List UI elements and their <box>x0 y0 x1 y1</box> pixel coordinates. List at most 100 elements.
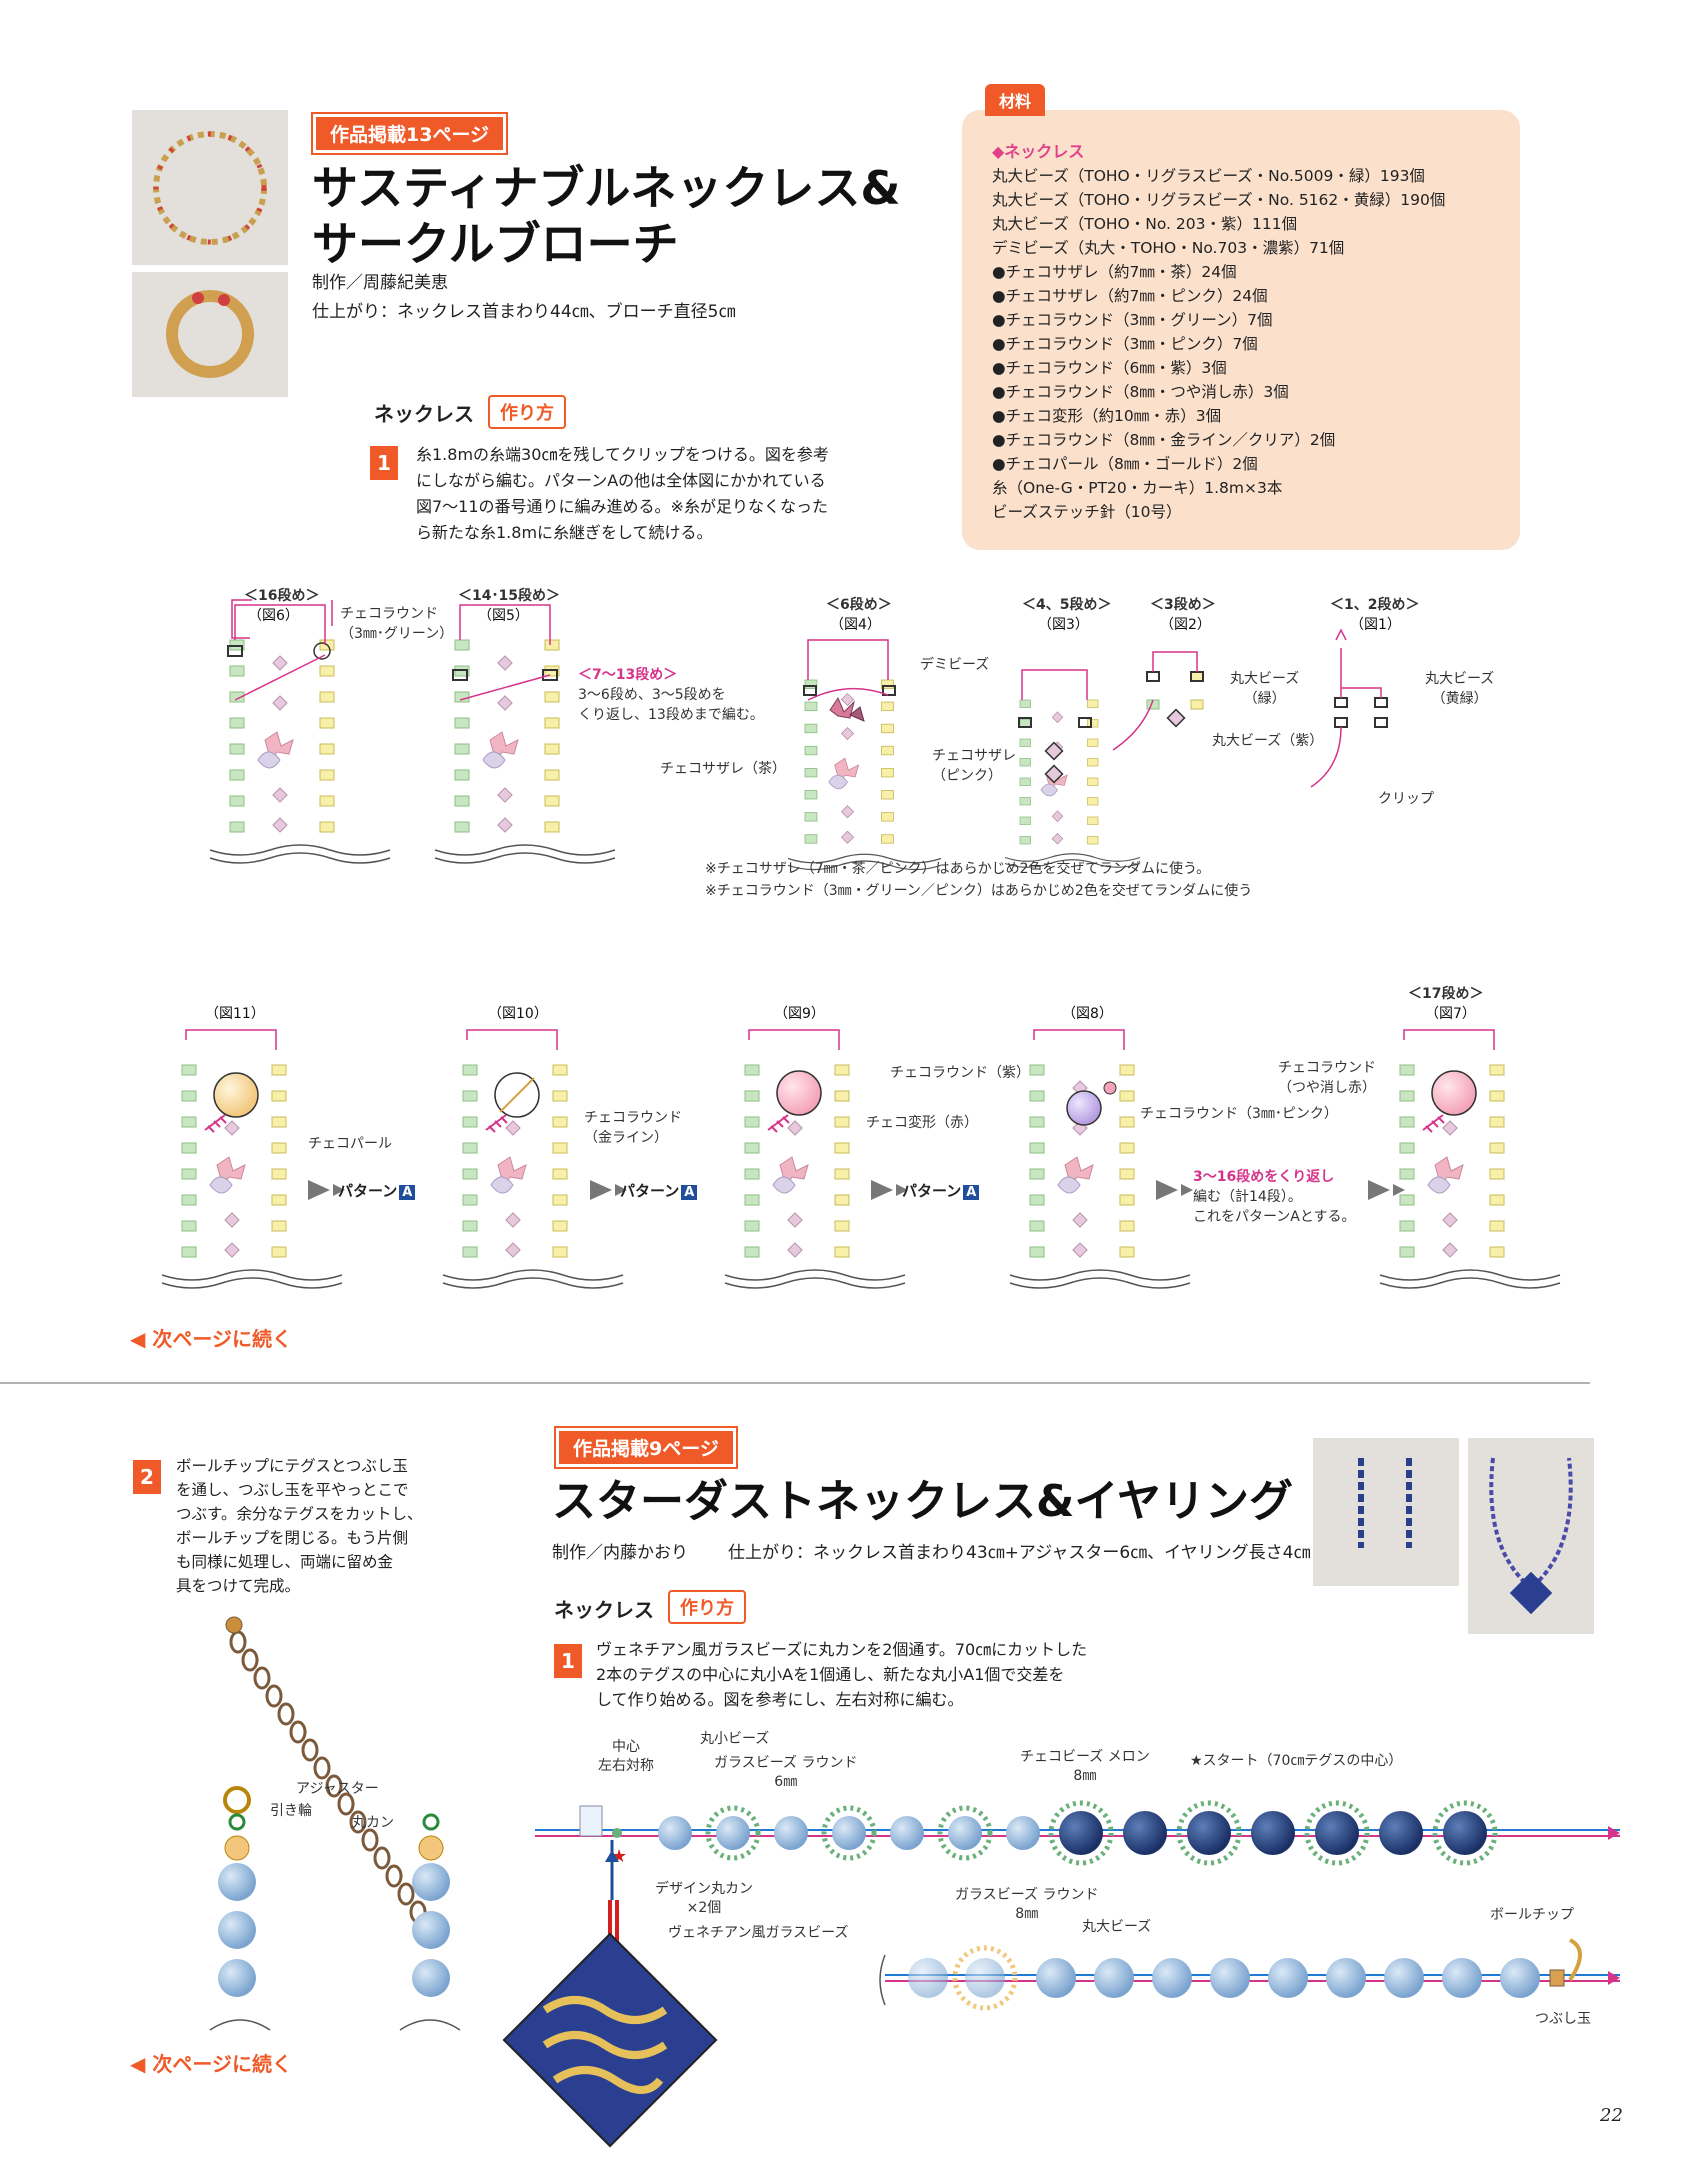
next-page-link-bottom[interactable]: ◀ 次ページに続く <box>130 2048 292 2077</box>
fig3-label: （図3） <box>1038 614 1089 634</box>
pattern-letter: A <box>963 1185 979 1200</box>
repeat-line: 3～16段めをくり返し <box>1193 1167 1355 1187</box>
demi-beads-label: デミビーズ <box>920 654 989 674</box>
materials-item: デミビーズ（丸大・TOHO・No.703・濃紫）71個 <box>992 236 1445 260</box>
maru-yellowgreen-label: 丸大ビーズ （黄緑） <box>1425 668 1494 708</box>
label-line: 8㎜ <box>955 1905 1098 1924</box>
step2-line: を通し、つぶし玉を平やっとこで <box>176 1478 422 1502</box>
materials-item: 丸大ビーズ（TOHO・リグラスビーズ・No. 5162・黄緑）190個 <box>992 188 1445 212</box>
label-line: くり返し、13段めまで編む。 <box>578 705 764 725</box>
pattern-label: パターン <box>902 1182 961 1200</box>
glass-round-6-label: ガラスビーズ ラウンド 6㎜ <box>714 1754 857 1792</box>
bottom-step1-text: ヴェネチアン風ガラスビーズに丸カンを2個通す。70㎝にカットした 2本のテグスの… <box>596 1637 1087 1712</box>
label-line: 3～6段め、3～5段めを <box>578 685 764 705</box>
pattern-label: パターン <box>620 1182 679 1200</box>
materials-item: ●チェコラウンド（3㎜・ピンク）7個 <box>992 332 1445 356</box>
step2-number: 2 <box>133 1460 161 1494</box>
label-line: 8㎜ <box>1020 1767 1150 1786</box>
round-purple-label: チェコラウンド（紫） <box>890 1062 1030 1082</box>
materials-item: ビーズステッチ針（10号） <box>992 500 1445 524</box>
brooch-photo <box>132 272 288 397</box>
maru-purple-label: 丸大ビーズ（紫） <box>1212 730 1323 750</box>
finish-size: 仕上がり：ネックレス首まわり44㎝、ブローチ直径5㎝ <box>312 297 735 322</box>
label-line: （黄緑） <box>1425 688 1494 708</box>
next-page-label: 次ページに続く <box>152 1327 292 1351</box>
rows-7-13-note: ＜7～13段め＞ 3～6段め、3～5段めを くり返し、13段めまで編む。 <box>578 665 764 725</box>
materials-item: ●チェコラウンド（8㎜・金ライン／クリア）2個 <box>992 428 1445 452</box>
crimp-bead-label: つぶし玉 <box>1535 2008 1591 2028</box>
czech-pearl-label: チェコパール <box>308 1133 392 1153</box>
bottom-step1-number: 1 <box>554 1644 582 1678</box>
label-line: 丸大ビーズ <box>1425 668 1494 688</box>
title-line-1: サスティナブルネックレス& <box>312 160 900 216</box>
round-pink-label: チェコラウンド（3㎜･ピンク） <box>1140 1103 1338 1123</box>
start-label: ★スタート（70㎝テグスの中心） <box>1190 1750 1402 1770</box>
materials-item: 丸大ビーズ（TOHO・リグラスビーズ・No.5009・緑）193個 <box>992 164 1445 188</box>
page-ref-tag: 作品掲載13ページ <box>313 114 506 153</box>
row-3-label: ＜3段め＞ <box>1150 594 1216 614</box>
pattern-letter: A <box>399 1185 415 1200</box>
materials-item: ●チェコ変形（約10㎜・赤）3個 <box>992 404 1445 428</box>
materials-heading: ◆ネックレス <box>992 138 1084 162</box>
repeat-line: 編む（計14段）。 <box>1193 1187 1355 1207</box>
label-line: チェコラウンド <box>340 603 453 623</box>
bottom-step1-line: して作り始める。図を参考にし、左右対称に編む。 <box>596 1687 1087 1712</box>
marukan-label: 丸カン <box>352 1812 394 1832</box>
necklace-photo <box>132 110 288 265</box>
gold-line-label: チェコラウンド （金ライン） <box>584 1107 682 1147</box>
row-6-label: ＜6段め＞ <box>826 594 892 614</box>
note-sazare: ※チェコサザレ（7㎜・茶／ピンク）はあらかじめ2色を交ぜてランダムに使う。 <box>705 858 1210 878</box>
materials-item: 糸（One-G・PT20・カーキ）1.8m×3本 <box>992 476 1445 500</box>
row-17-label: ＜17段め＞ <box>1408 983 1483 1003</box>
row-16-label: ＜16段め＞ <box>244 585 319 605</box>
label-line: チェコラウンド <box>1278 1057 1376 1077</box>
fig9-label: （図9） <box>774 1003 825 1023</box>
label-line: 左右対称 <box>598 1757 654 1776</box>
step1-line: にしながら編む。パターンAの他は全体図にかかれている <box>416 468 829 494</box>
matte-red-label: チェコラウンド （つや消し赤） <box>1278 1057 1376 1097</box>
step2-text: ボールチップにテグスとつぶし玉 を通し、つぶし玉を平やっとこで つぶす。余分なテ… <box>176 1454 422 1598</box>
label-line: 6㎜ <box>714 1773 857 1792</box>
glass-round-8-label: ガラスビーズ ラウンド 8㎜ <box>955 1886 1098 1924</box>
bottom-finish-size: 仕上がり：ネックレス首まわり43㎝+アジャスター6㎝、イヤリング長さ4㎝ <box>728 1538 1310 1563</box>
center-label: 中心 左右対称 <box>598 1738 654 1776</box>
pattern-letter: A <box>681 1185 697 1200</box>
section-necklace: ネックレス <box>374 398 474 427</box>
step2-line: つぶす。余分なテグスをカットし、 <box>176 1502 422 1526</box>
pattern-label: パターン <box>338 1182 397 1200</box>
design-ring-label: デザイン丸カン ×2個 <box>655 1880 753 1918</box>
sazare-brown-label: チェコサザレ（茶） <box>660 758 786 778</box>
label-line: （ピンク） <box>932 765 1016 785</box>
fig10-label: （図10） <box>488 1003 548 1023</box>
step2-line: ボールチップを閉じる。もう片側 <box>176 1526 422 1550</box>
bottom-howto-badge: 作り方 <box>668 1590 746 1624</box>
next-page-link-top[interactable]: ◀ 次ページに続く <box>130 1323 292 1352</box>
label-line: デザイン丸カン <box>655 1880 753 1899</box>
label-line: チェコビーズ メロン <box>1020 1748 1150 1767</box>
title-line-2: サークルブローチ <box>312 216 900 272</box>
maru-large-label: 丸大ビーズ <box>1082 1916 1151 1936</box>
fig5-label: （図5） <box>478 605 529 625</box>
materials-item: ●チェコパール（8㎜・ゴールド）2個 <box>992 452 1445 476</box>
label-line: ガラスビーズ ラウンド <box>714 1754 857 1773</box>
hikiwa-label: 引き輪 <box>270 1800 312 1820</box>
step1-number: 1 <box>370 446 398 480</box>
sazare-pink-label: チェコサザレ （ピンク） <box>932 745 1016 785</box>
maru-green-label: 丸大ビーズ （緑） <box>1230 668 1299 708</box>
materials-item: ●チェコサザレ（約7㎜・茶）24個 <box>992 260 1445 284</box>
bottom-step1-line: 2本のテグスの中心に丸小Aを1個通し、新たな丸小A1個で交差を <box>596 1662 1087 1687</box>
step2-line: 具をつけて完成。 <box>176 1574 422 1598</box>
step2-line: も同様に処理し、両端に留め金 <box>176 1550 422 1574</box>
howto-badge: 作り方 <box>488 395 566 429</box>
page-title: サスティナブルネックレス& サークルブローチ <box>312 160 900 272</box>
bottom-author: 制作／内藤かおり <box>552 1538 688 1563</box>
step1-line: 糸1.8mの糸端30㎝を残してクリップをつける。図を参考 <box>416 442 829 468</box>
row-14-15-label: ＜14･15段め＞ <box>458 585 560 605</box>
fig6-label: （図6） <box>248 605 299 625</box>
label-line: チェコサザレ <box>932 745 1016 765</box>
label-line: チェコラウンド <box>584 1107 682 1127</box>
page-ref-tag-2: 作品掲載9ページ <box>556 1428 736 1467</box>
fig1-label: （図1） <box>1350 614 1401 634</box>
